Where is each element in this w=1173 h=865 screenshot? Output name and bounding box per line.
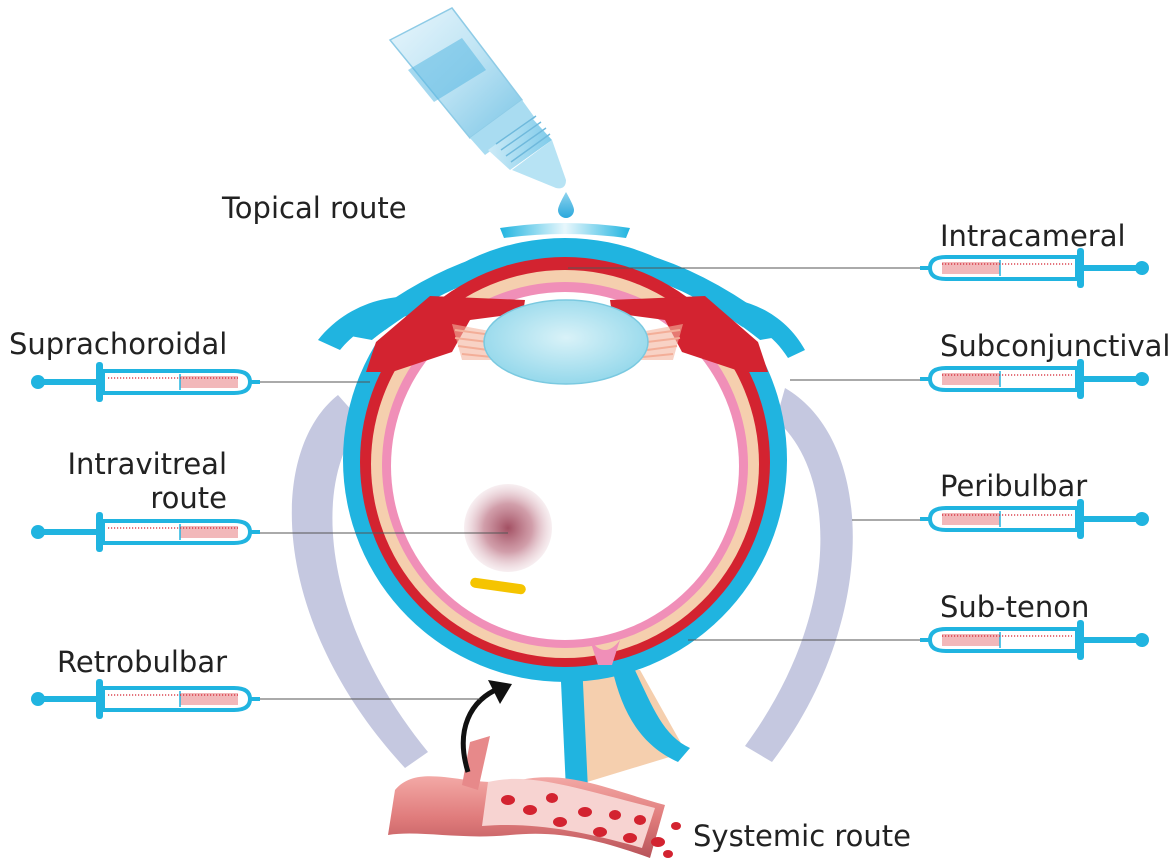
eye-drop-icon [558,192,574,218]
label-systemic-route: Systemic route [693,822,911,851]
syringe-icon [920,359,1149,399]
label-suprachoroidal: Suprachoroidal [9,330,227,359]
syringe-icon [920,499,1149,539]
label-intravitreal-line1: Intravitreal [30,450,227,479]
syringe-icon [31,362,260,402]
cornea-highlight [500,223,630,238]
intravitreal-depot [464,484,552,572]
label-topical-route: Topical route [222,194,407,223]
syringe-icon [31,512,260,552]
syringe-icon [920,248,1149,288]
syringe-icon [31,679,260,719]
label-subconjunctival: Subconjunctival [940,332,1170,361]
label-retrobulbar: Retrobulbar [57,648,227,677]
syringe-icon [920,620,1149,660]
label-intravitreal-line2: route [30,484,227,513]
lens [484,300,648,384]
eye-drop-bottle-icon [390,8,566,188]
label-sub-tenon: Sub-tenon [940,593,1089,622]
label-intracameral: Intracameral [940,222,1126,251]
label-peribulbar: Peribulbar [940,472,1087,501]
